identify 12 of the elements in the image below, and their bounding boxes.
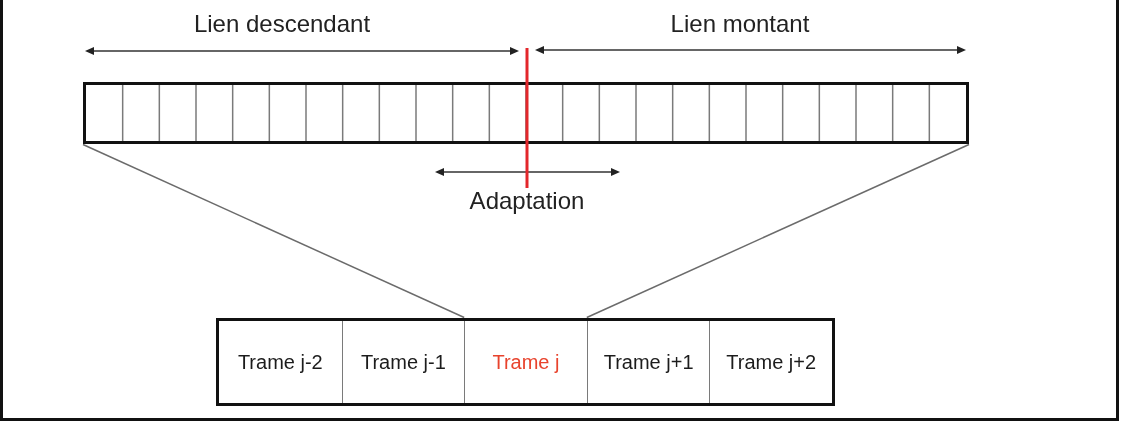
frame-label: Trame j+1 [603,352,694,372]
slot-strip [83,82,969,144]
dimension-label: Lien montant [670,12,810,36]
frame-sequence [216,318,835,406]
frame-label: Trame j-2 [237,352,323,372]
zoom-line [586,143,970,319]
dimension-label: Adaptation [469,189,585,213]
zoom-line [82,143,465,319]
frame-label: Trame j+2 [726,352,817,372]
frame-label: Trame j [492,352,560,372]
dimension-label: Lien descendant [193,12,371,36]
frame-label: Trame j-1 [360,352,446,372]
